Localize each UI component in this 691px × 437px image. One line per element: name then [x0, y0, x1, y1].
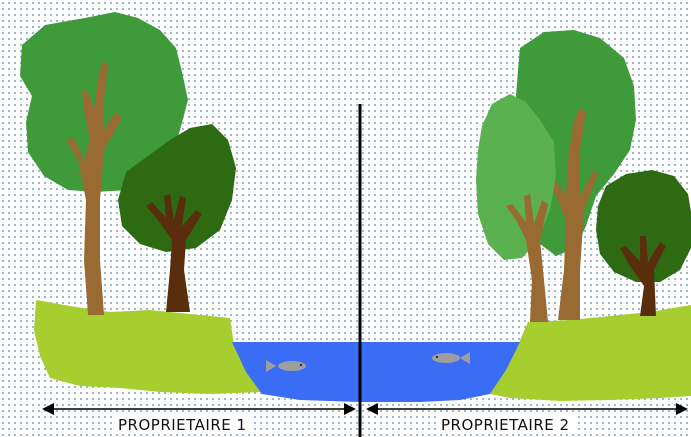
foliage [596, 170, 691, 282]
owner-1-label: PROPRIETAIRE 1 [114, 416, 251, 434]
light-tree-right [476, 94, 556, 322]
owner-1-extent-arrow [42, 403, 356, 415]
arrowhead-left-icon [366, 403, 378, 415]
foliage [118, 124, 236, 252]
dark-tree-left [118, 124, 236, 312]
owner-2-label: PROPRIETAIRE 2 [437, 416, 574, 434]
left-riverbank [34, 300, 262, 394]
trunk [146, 194, 202, 312]
owner-2-extent-arrow [366, 403, 688, 415]
fish-icon [432, 352, 470, 364]
trunk [506, 194, 548, 322]
trunk [548, 108, 598, 320]
trunk [620, 236, 666, 316]
arrowhead-right-icon [344, 403, 356, 415]
trunk [66, 62, 122, 315]
dark-tree-right [596, 170, 691, 316]
river [232, 342, 520, 402]
right-riverbank [490, 305, 691, 401]
tall-tree-left [20, 12, 188, 315]
arrowhead-right-icon [676, 403, 688, 415]
fish-icon [266, 360, 306, 372]
arrowhead-left-icon [42, 403, 54, 415]
